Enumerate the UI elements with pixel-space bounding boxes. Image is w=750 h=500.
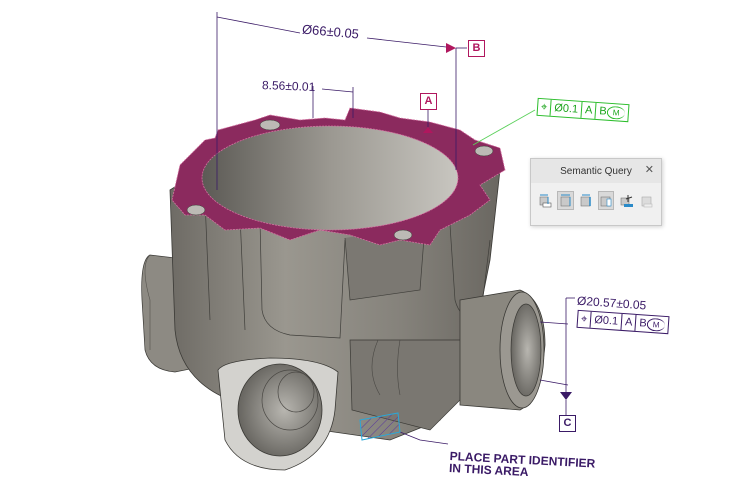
- datum-primary: A: [581, 101, 597, 119]
- feature-query-icon: [581, 194, 592, 206]
- tolerance-value: Ø0.1: [550, 99, 583, 118]
- query-clear-tool[interactable]: [639, 191, 655, 210]
- front-port: [217, 357, 339, 471]
- clear-query-icon: [642, 196, 653, 207]
- position-icon: ⌖: [577, 310, 592, 328]
- tolerance-value: Ø0.1: [590, 311, 623, 330]
- position-icon: ⌖: [537, 98, 552, 116]
- close-icon[interactable]: ✕: [644, 164, 654, 176]
- arrowhead-b: [446, 43, 456, 53]
- slot-width-dimension[interactable]: 8.56±0.01: [261, 78, 316, 94]
- max-material-modifier-icon: M: [646, 317, 666, 332]
- part-identifier-area[interactable]: [359, 412, 401, 441]
- gdt-query-icon: [620, 194, 633, 207]
- top-flange-selected-face[interactable]: [171, 107, 506, 246]
- datum-primary: A: [621, 313, 637, 331]
- arrowhead-a: [423, 127, 433, 133]
- max-material-modifier-icon: M: [606, 105, 626, 120]
- panel-title: Semantic Query: [560, 165, 632, 177]
- arrowhead-c: [560, 392, 572, 400]
- datum-b-label[interactable]: B: [468, 40, 485, 57]
- annotation-query-icon: [600, 196, 611, 206]
- face-query-icon: [560, 194, 571, 206]
- query-face-tool[interactable]: [557, 191, 574, 210]
- panel-header[interactable]: Semantic Query ✕: [531, 159, 661, 183]
- query-dimension-tool[interactable]: [537, 191, 553, 210]
- datum-c-label[interactable]: C: [559, 415, 576, 432]
- query-gdt-tool[interactable]: [618, 191, 634, 210]
- panel-toolbar: [531, 183, 661, 218]
- semantic-query-panel[interactable]: Semantic Query ✕: [530, 158, 662, 226]
- dimension-lines: [216, 12, 575, 445]
- datum-a-label[interactable]: A: [420, 93, 437, 110]
- query-feature-tool[interactable]: [578, 191, 594, 210]
- dimension-query-icon: [539, 194, 551, 207]
- gdt-leader-green: [472, 109, 536, 146]
- query-annotation-tool[interactable]: [598, 191, 615, 210]
- right-port: [459, 289, 546, 411]
